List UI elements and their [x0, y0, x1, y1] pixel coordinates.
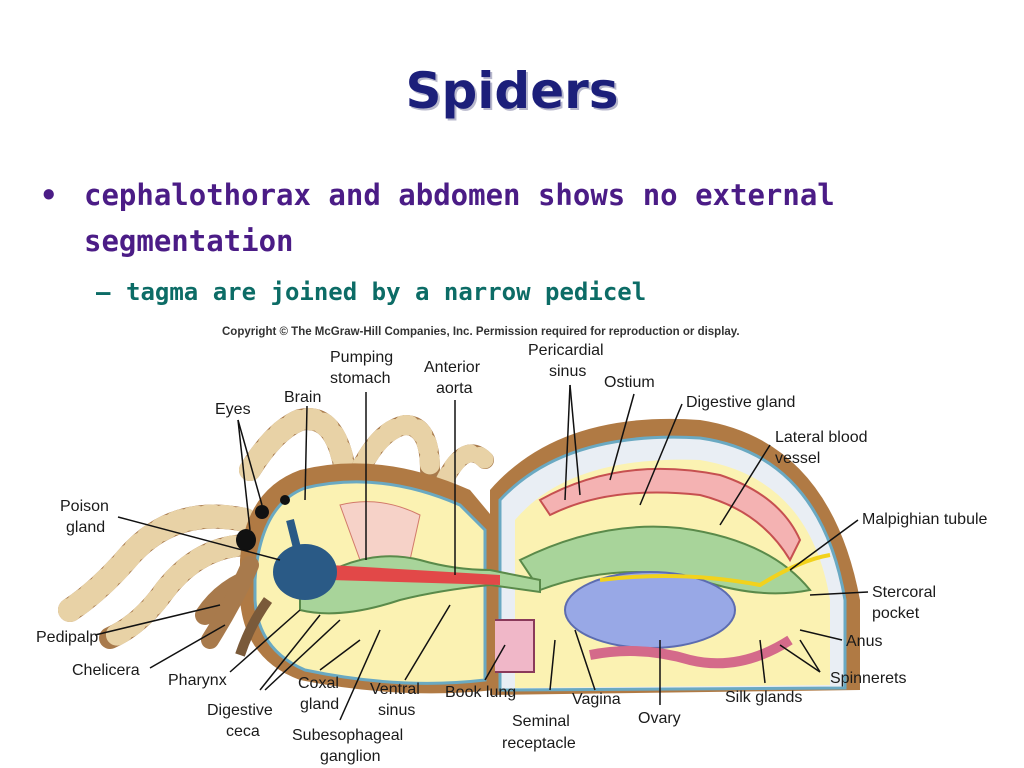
label-poison-gland: Poison: [60, 498, 109, 515]
label-digestive-ceca: ceca: [226, 723, 260, 740]
label-subesophageal-ganglion: Subesophageal: [292, 727, 403, 744]
copyright-notice: Copyright © The McGraw-Hill Companies, I…: [222, 326, 740, 338]
label-coxal-gland: Coxal: [298, 675, 339, 692]
label-ventral-sinus: Ventral: [370, 681, 420, 698]
label-lateral-blood-vessel: Lateral blood: [775, 429, 868, 446]
slide-title: Spiders: [405, 62, 619, 120]
abdomen: [487, 418, 860, 695]
label-lateral-blood-vessel: vessel: [775, 450, 820, 467]
sub-bullet-marker: –: [96, 278, 111, 306]
bullet-text: cephalothorax and abdomen shows no exter…: [84, 178, 835, 258]
label-digestive-ceca: Digestive: [207, 702, 273, 719]
label-pumping-stomach: Pumping: [330, 349, 393, 366]
label-anterior-aorta: aorta: [436, 380, 473, 397]
label-pharynx: Pharynx: [168, 672, 227, 689]
label-brain: Brain: [284, 389, 321, 406]
label-ventral-sinus: sinus: [378, 702, 415, 719]
leader-lines: [94, 384, 869, 721]
label-ostium: Ostium: [604, 374, 655, 391]
label-pericardial-sinus: Pericardial: [528, 342, 604, 359]
label-seminal-receptacle: Seminal: [512, 713, 570, 730]
label-silk-glands: Silk glands: [725, 689, 802, 706]
label-stercoral-pocket: Stercoral: [872, 584, 936, 601]
label-pericardial-sinus: sinus: [549, 363, 586, 380]
label-stercoral-pocket: pocket: [872, 605, 920, 622]
label-seminal-receptacle: receptacle: [502, 735, 576, 752]
label-subesophageal-ganglion: ganglion: [320, 748, 381, 765]
label-chelicera: Chelicera: [72, 662, 140, 679]
sub-bullet-text: tagma are joined by a narrow pedicel: [126, 278, 647, 306]
label-malpighian-tubule: Malpighian tubule: [862, 511, 988, 528]
bullet-marker: •: [40, 178, 58, 212]
label-eyes: Eyes: [215, 401, 251, 418]
label-book-lung: Book lung: [445, 684, 516, 701]
label-digestive-gland: Digestive gland: [686, 394, 795, 411]
spider-anatomy-diagram: Copyright © The McGraw-Hill Companies, I…: [36, 326, 988, 765]
label-vagina: Vagina: [572, 691, 621, 708]
label-spinnerets: Spinnerets: [830, 670, 907, 687]
label-pumping-stomach: stomach: [330, 370, 390, 387]
label-anterior-aorta: Anterior: [424, 359, 481, 376]
label-anus: Anus: [846, 633, 882, 650]
label-poison-gland: gland: [66, 519, 105, 536]
label-ovary: Ovary: [638, 710, 681, 727]
label-coxal-gland: gland: [300, 696, 339, 713]
label-pedipalp: Pedipalp: [36, 629, 98, 646]
